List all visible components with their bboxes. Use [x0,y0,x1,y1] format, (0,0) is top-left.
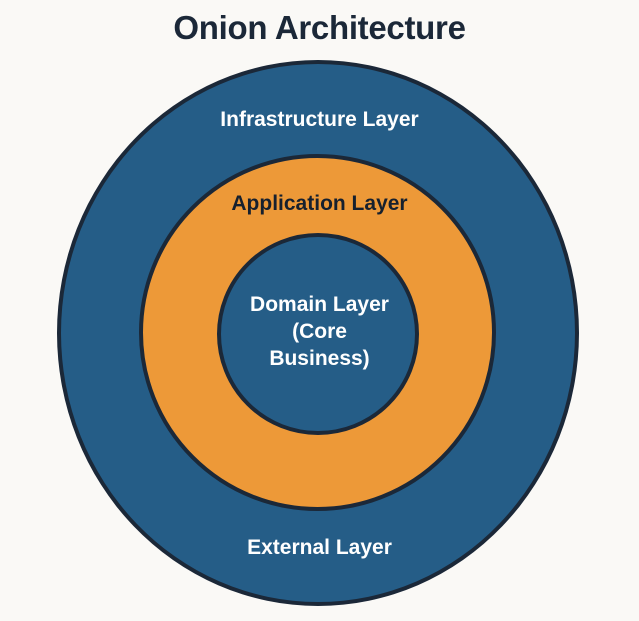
page-title: Onion Architecture [173,9,466,46]
inner-core-circle [217,233,419,435]
